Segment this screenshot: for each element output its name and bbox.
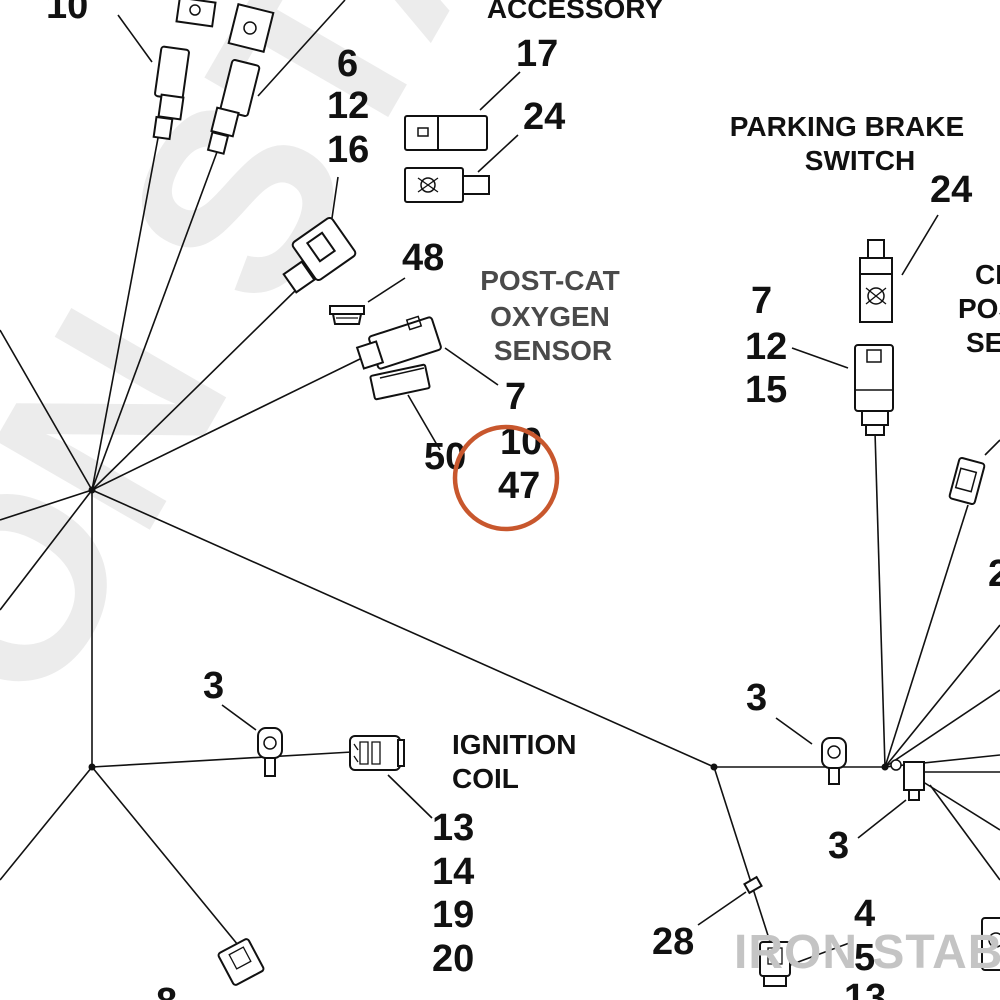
callout-3a: 3 xyxy=(203,665,224,707)
callout-3c: 3 xyxy=(828,825,849,867)
callout-accessory-24: 24 xyxy=(523,96,565,138)
callout-leaders xyxy=(117,14,1000,966)
connector-bottom-right xyxy=(981,917,1000,971)
callout-8: 8 xyxy=(156,981,177,1000)
connector-3-left xyxy=(257,727,283,777)
callout-parking-brake-24: 24 xyxy=(930,169,972,211)
connector-accessory-plug xyxy=(404,115,488,151)
callout-20: 20 xyxy=(432,938,474,980)
connector-3-mid xyxy=(821,737,847,785)
connector-top-left-a xyxy=(152,45,190,141)
callout-top-left-10: 10 xyxy=(46,0,88,27)
label-crank-line2: POS xyxy=(958,293,1000,324)
callout-28: 28 xyxy=(652,921,694,963)
callout-6: 6 xyxy=(337,43,358,85)
connector-plug-48 xyxy=(329,305,365,325)
highlight-circle xyxy=(452,424,560,532)
callout-5: 5 xyxy=(854,937,875,979)
label-post-cat-line1: POST-CAT xyxy=(480,265,619,296)
callout-7a: 7 xyxy=(505,376,526,418)
callout-4: 4 xyxy=(854,893,875,935)
callout-12a: 12 xyxy=(327,85,369,127)
connector-accessory-cap xyxy=(404,167,490,203)
callout-14: 14 xyxy=(432,851,474,893)
callout-48: 48 xyxy=(402,237,444,279)
connector-top-icon-a xyxy=(175,0,217,28)
connector-3-right xyxy=(890,759,925,801)
label-ignition-line2: COIL xyxy=(452,763,519,794)
callout-19: 19 xyxy=(432,894,474,936)
callout-13a: 13 xyxy=(432,807,474,849)
label-ignition-line1: IGNITION xyxy=(452,729,576,760)
label-crank-line3: SEN xyxy=(966,327,1000,358)
label-parking-brake-line1: PARKING BRAKE xyxy=(730,111,964,142)
label-crank-line1: CR xyxy=(975,259,1000,290)
connector-4-5-13 xyxy=(759,941,791,987)
harness-wires xyxy=(0,0,1000,949)
callout-12b: 12 xyxy=(745,326,787,368)
callout-2: 2 xyxy=(988,553,1000,595)
callout-13b: 13 xyxy=(844,977,886,1000)
callout-3b: 3 xyxy=(746,677,767,719)
connector-oxygen-sensor xyxy=(355,315,442,370)
connector-ignition-coil xyxy=(349,735,405,771)
callout-7b: 7 xyxy=(751,280,772,322)
connector-oxygen-cap-50 xyxy=(369,363,431,401)
callout-15: 15 xyxy=(745,369,787,411)
connector-7-12-15 xyxy=(854,344,894,436)
connector-top-left-b xyxy=(206,59,261,155)
label-post-cat-line3: SENSOR xyxy=(494,335,612,366)
callout-47: 47 xyxy=(498,465,540,507)
callout-accessory-17: 17 xyxy=(516,33,558,75)
connector-top-icon-b xyxy=(227,3,275,53)
connector-parking-brake xyxy=(859,239,893,323)
label-post-cat-line2: OXYGEN xyxy=(490,301,610,332)
label-parking-brake-line2: SWITCH xyxy=(805,145,915,176)
callout-16: 16 xyxy=(327,129,369,171)
connector-28 xyxy=(743,875,763,895)
connector-crank-sensor xyxy=(948,457,986,505)
connector-6-12-16 xyxy=(282,216,357,294)
label-accessory: ACCESSORY xyxy=(487,0,664,24)
watermark-corner: IRON STABLE xyxy=(734,926,1000,979)
connector-8 xyxy=(217,938,265,986)
